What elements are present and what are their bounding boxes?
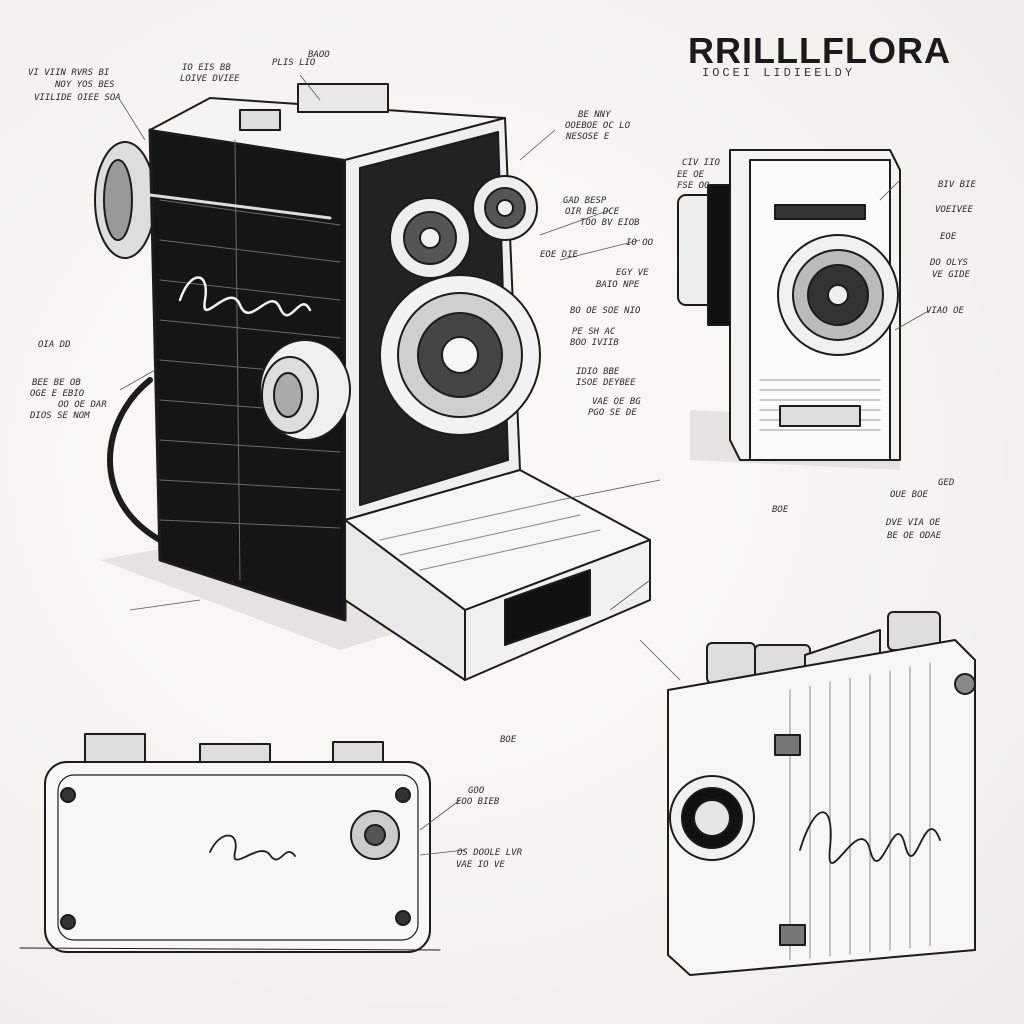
front-view-camera-sketch: [677, 149, 901, 470]
annotation: GOO: [468, 786, 485, 796]
annotation: TOO BV EIOB: [580, 218, 640, 228]
annotation: BIV BIE: [938, 180, 976, 190]
annotation: OUE BOE: [890, 490, 928, 500]
annotation: PE SH AC: [572, 327, 616, 337]
annotation: BOE: [500, 735, 517, 745]
annotation: DO OLYS: [930, 258, 968, 268]
annotation: PLIS LIO: [272, 58, 316, 68]
annotation: EGY VE: [616, 268, 649, 278]
annotation: VI VIIN RVRS BI: [28, 68, 110, 78]
annotation: EOO BIEB: [456, 797, 500, 807]
annotation: IDIO BBE: [576, 367, 620, 377]
annotation: NESOSE E: [566, 132, 610, 142]
annotation: BAIO NPE: [596, 280, 640, 290]
annotation: OIA DD: [38, 340, 71, 350]
annotation: PGO SE DE: [588, 408, 637, 418]
annotation: OS DOOLE LVR: [457, 848, 523, 858]
annotation: BE OE ODAE: [887, 531, 942, 541]
annotation: EE OE: [677, 170, 705, 180]
sheet-subtitle: IOCEI LIDIEELDY: [702, 66, 856, 80]
annotation: IO EIS BB: [182, 63, 231, 73]
annotation: GED: [938, 478, 955, 488]
annotation: EOE: [940, 232, 957, 242]
annotation: BE NNY: [578, 110, 611, 120]
annotation: EOE DIE: [540, 250, 578, 260]
annotation: OGE E EBIO: [30, 389, 85, 399]
sheet-title: RRILLLFLORA: [688, 30, 951, 71]
annotation: DVE VIA OE: [886, 518, 941, 528]
annotation: IO OO: [626, 238, 654, 248]
annotation: BAOO: [308, 50, 330, 60]
annotation: VIAO OE: [926, 306, 964, 316]
annotation: VOEIVEE: [935, 205, 973, 215]
annotation: CIV IIO: [682, 158, 720, 168]
three-quarter-view-camera-sketch: [667, 611, 976, 976]
annotation: OOEBOE OC LO: [565, 121, 631, 131]
annotation: VIILIDE OIEE SOA: [34, 93, 121, 103]
annotation: VE GIDE: [932, 270, 970, 280]
annotation: BEE BE OB: [32, 378, 81, 388]
annotation: BOO IVIIB: [570, 338, 619, 348]
annotation: OO OE DAR: [58, 400, 107, 410]
annotation: VAE IO VE: [456, 860, 505, 870]
annotation: DIOS SE NOM: [30, 411, 90, 421]
annotation: BO OE SOE NIO: [570, 306, 641, 316]
annotation: VAE OE BG: [592, 397, 641, 407]
annotation: OIR BE DCE: [565, 207, 620, 217]
annotation: LOIVE DVIEE: [180, 74, 240, 84]
side-view-camera-sketch: [19, 733, 441, 953]
annotation: NOY YOS BES: [55, 80, 115, 90]
annotation: GAD BESP: [563, 196, 607, 206]
annotation: BOE: [772, 505, 789, 515]
annotation-leader-lines: [119, 74, 931, 856]
main-camera-sketch: [94, 83, 651, 681]
annotation: FSE OO: [677, 181, 710, 191]
annotation: ISOE DEYBEE: [576, 378, 636, 388]
